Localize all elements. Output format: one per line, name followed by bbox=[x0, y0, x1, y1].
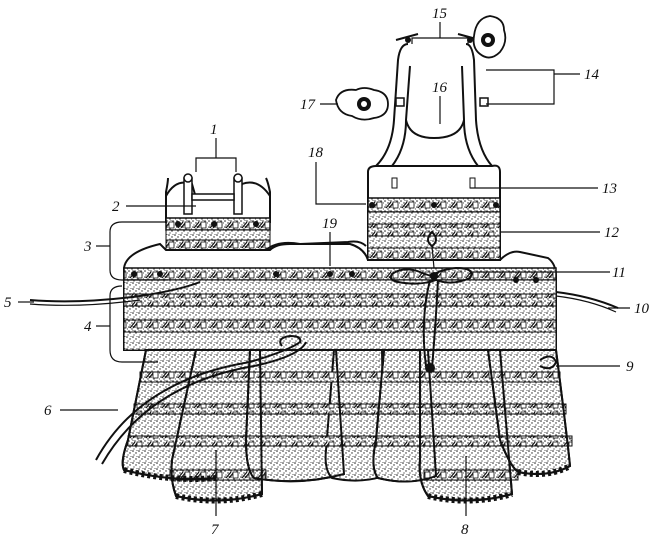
label-1: 1 bbox=[210, 122, 218, 138]
label-12: 12 bbox=[604, 225, 620, 241]
label-5: 5 bbox=[4, 295, 12, 311]
label-14: 14 bbox=[584, 67, 600, 83]
label-18: 18 bbox=[308, 145, 324, 161]
label-17: 17 bbox=[300, 97, 317, 113]
label-13: 13 bbox=[602, 181, 617, 197]
left-chest-panel bbox=[165, 177, 271, 251]
label-10: 10 bbox=[634, 301, 650, 317]
label-16: 16 bbox=[432, 80, 448, 96]
label-9: 9 bbox=[626, 359, 634, 375]
label-3: 3 bbox=[83, 239, 92, 255]
skirt-panels bbox=[121, 349, 573, 504]
label-8: 8 bbox=[461, 522, 469, 538]
label-11: 11 bbox=[612, 265, 626, 281]
labels: 1 2 3 4 5 6 7 8 9 10 11 12 13 14 15 16 1… bbox=[4, 6, 650, 538]
label-15: 15 bbox=[432, 6, 448, 22]
label-19: 19 bbox=[322, 216, 338, 232]
label-4: 4 bbox=[84, 319, 92, 335]
leader-lines bbox=[18, 22, 630, 516]
shoulder-straps bbox=[375, 43, 493, 167]
cuirass-body bbox=[123, 240, 557, 351]
right-chest-panel bbox=[367, 164, 501, 261]
label-2: 2 bbox=[112, 199, 120, 215]
label-6: 6 bbox=[44, 403, 52, 419]
cords bbox=[29, 230, 619, 465]
left-buckles bbox=[183, 173, 243, 215]
rosette-ornaments bbox=[335, 15, 507, 121]
label-7: 7 bbox=[211, 522, 220, 538]
